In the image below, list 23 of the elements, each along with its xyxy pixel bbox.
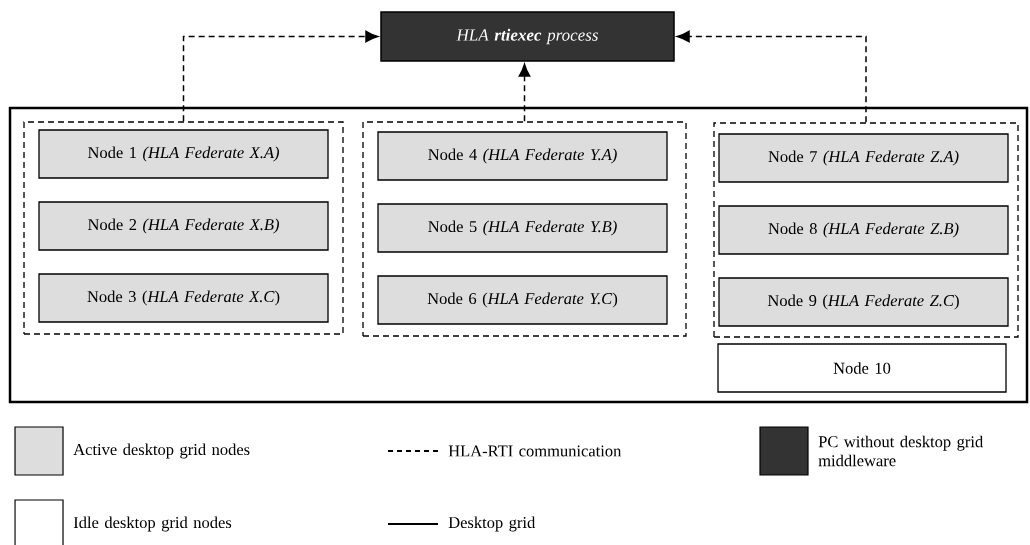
node-box: Node 9 (HLA Federate Z.C) bbox=[718, 277, 1009, 327]
legend-label: Active desktop grid nodes bbox=[73, 443, 250, 459]
legend-label: Idle desktop grid nodes bbox=[73, 516, 232, 532]
node-box: Node 5 (HLA Federate Y.B) bbox=[377, 203, 668, 253]
node-box: Node 6 (HLA Federate Y.C) bbox=[377, 275, 668, 325]
arrow bbox=[518, 63, 531, 123]
legend-label: HLA-RTI communication bbox=[448, 445, 622, 457]
node-box: Node 3 (HLA Federate X.C) bbox=[38, 273, 329, 323]
dashed-group-box bbox=[713, 122, 1019, 338]
grid-boundary-box bbox=[8, 106, 1029, 404]
node-box: Node 2 (HLA Federate X.B) bbox=[38, 201, 329, 251]
legend-label: PC without desktop grid middleware bbox=[818, 435, 983, 467]
process-box: HLA rtiexec process bbox=[380, 11, 675, 62]
node-box: Node 10 bbox=[717, 343, 1007, 393]
arrow bbox=[182, 30, 379, 123]
node-box: Node 7 (HLA Federate Z.A) bbox=[718, 133, 1009, 183]
node-box: Node 4 (HLA Federate Y.A) bbox=[377, 131, 668, 181]
node-box: Node 1 (HLA Federate X.A) bbox=[38, 129, 329, 179]
dashed-group-box bbox=[23, 121, 344, 335]
node-box: Node 8 (HLA Federate Z.B) bbox=[718, 205, 1009, 255]
arrow bbox=[676, 30, 867, 124]
dashed-group-box bbox=[362, 121, 687, 337]
legend-label: Desktop grid bbox=[448, 516, 536, 532]
